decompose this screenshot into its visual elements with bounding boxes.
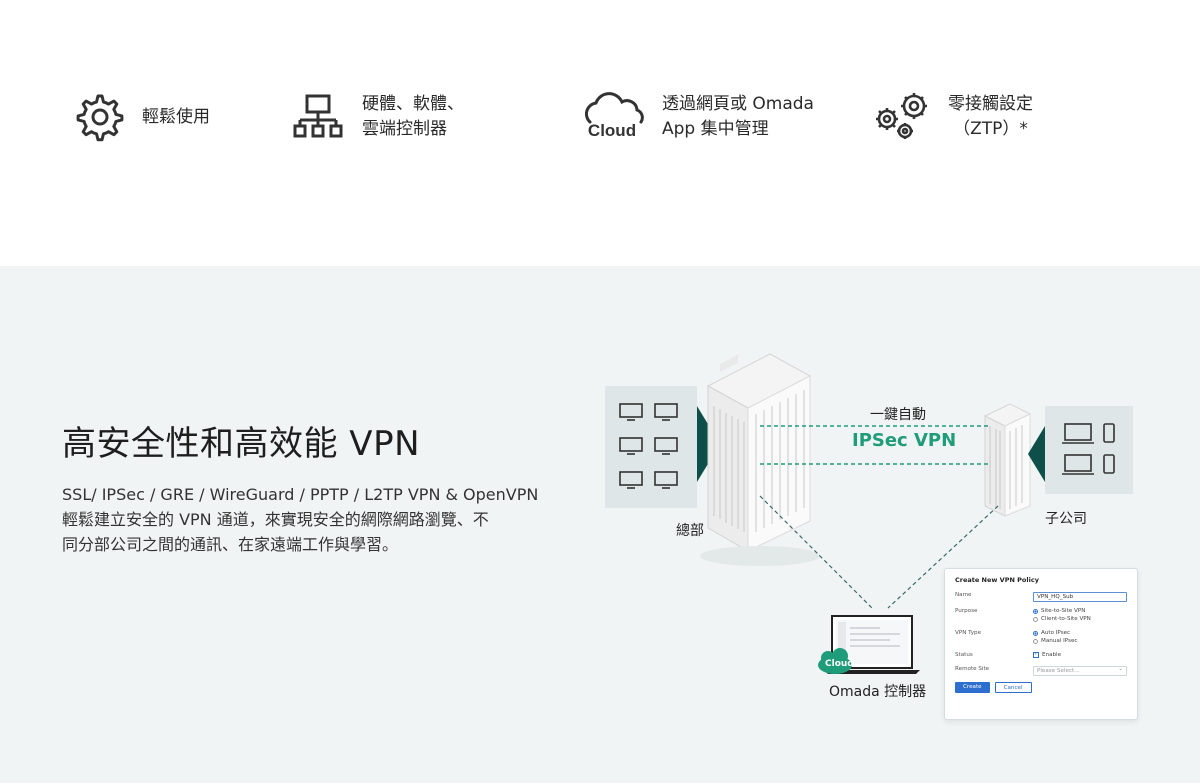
remote-label: Remote Site	[955, 666, 990, 672]
controller-links	[759, 495, 999, 609]
branch-label: 子公司	[1045, 511, 1087, 527]
radio-label: Client-to-Site VPN	[1041, 616, 1091, 622]
description-line: SSL/ IPSec / GRE / WireGuard / PPTP / L2…	[62, 485, 539, 504]
feature-label: 零接觸設定 （ZTP）*	[948, 92, 1033, 142]
type-label: VPN Type	[955, 630, 982, 636]
remote-row: Remote Site Please Select...	[955, 666, 1127, 676]
laptop-phone-icon	[1062, 423, 1115, 475]
type-manual-ipsec-radio[interactable]: Manual IPsec	[1033, 638, 1127, 644]
controller-laptop	[818, 615, 920, 674]
feature-label: 輕鬆使用	[142, 105, 210, 130]
radio-label: Manual IPsec	[1041, 638, 1078, 644]
radio-label: Auto IPsec	[1041, 630, 1071, 636]
dialog-title: Create New VPN Policy	[955, 576, 1039, 584]
feature-label-line: 透過網頁或 Omada	[662, 94, 814, 114]
name-row: Name VPN_HQ_Sub	[955, 592, 1127, 602]
cancel-button[interactable]: Cancel	[994, 682, 1032, 693]
vpn-section: 高安全性和高效能 VPN SSL/ IPSec / GRE / WireGuar…	[0, 266, 1200, 783]
checkbox-label: Enable	[1042, 652, 1062, 658]
feature-label-line: （ZTP）*	[953, 119, 1028, 139]
feature-label-line: App 集中管理	[662, 119, 769, 139]
hq-desktop-icon	[619, 403, 678, 489]
radio-label: Site-to-Site VPN	[1041, 608, 1086, 614]
description-line: 輕鬆建立安全的 VPN 通道，來實現安全的網際網路瀏覽、不	[62, 510, 489, 529]
feature-label-line: 輕鬆使用	[142, 106, 210, 127]
feature-zero-touch: 零接觸設定 （ZTP）*	[870, 86, 1033, 148]
feature-easy-to-use: 輕鬆使用	[68, 86, 210, 148]
controller-label: Omada 控制器	[829, 684, 927, 700]
status-label: Status	[955, 652, 973, 658]
remote-site-select[interactable]: Please Select...	[1033, 666, 1127, 676]
branch-devices-panel	[1045, 406, 1133, 494]
name-label: Name	[955, 592, 972, 598]
create-button[interactable]: Create	[955, 682, 990, 693]
hq-building	[706, 353, 812, 552]
type-row: VPN Type Auto IPsec Manual IPsec	[955, 630, 1127, 646]
feature-central-management: Cloud 透過網頁或 Omada App 集中管理	[576, 86, 814, 148]
section-title: 高安全性和高效能 VPN	[62, 424, 421, 464]
ipsec-label: IPSec VPN	[852, 430, 957, 451]
type-auto-ipsec-radio[interactable]: Auto IPsec	[1033, 630, 1127, 636]
purpose-row: Purpose Site-to-Site VPN Client-to-Site …	[955, 608, 1127, 624]
hq-devices-panel	[605, 386, 697, 508]
vpn-diagram: 一鍵自動 IPSec VPN 總部 子公司 Omada 控制器 Cloud Cr…	[600, 266, 1200, 783]
feature-hardware-software-cloud: 硬體、軟體、 雲端控制器	[286, 86, 464, 148]
cloud-badge-text: Cloud	[825, 659, 854, 669]
purpose-label: Purpose	[955, 608, 978, 614]
purpose-client-to-site-radio[interactable]: Client-to-Site VPN	[1033, 616, 1127, 622]
feature-label: 透過網頁或 Omada App 集中管理	[662, 92, 814, 142]
one-click-label: 一鍵自動	[870, 407, 926, 423]
status-enable-checkbox[interactable]: Enable	[1033, 651, 1127, 658]
purpose-site-to-site-radio[interactable]: Site-to-Site VPN	[1033, 608, 1127, 614]
hq-label: 總部	[676, 523, 704, 539]
ipsec-tunnel	[760, 425, 990, 465]
gear-icon	[68, 86, 132, 148]
multi-gear-icon	[870, 86, 934, 148]
dialog-buttons: Create Cancel	[955, 682, 1127, 693]
section-description: SSL/ IPSec / GRE / WireGuard / PPTP / L2…	[62, 482, 582, 557]
status-row: Status Enable	[955, 651, 1127, 660]
feature-label-line: 硬體、軟體、	[362, 94, 464, 114]
feature-label-line: 零接觸設定	[948, 94, 1033, 114]
vpn-policy-dialog: Create New VPN Policy Name VPN_HQ_Sub Pu…	[944, 568, 1138, 720]
network-hierarchy-icon	[286, 86, 350, 148]
branch-pointer	[1028, 426, 1045, 482]
name-input[interactable]: VPN_HQ_Sub	[1033, 592, 1127, 602]
description-line: 同分部公司之間的通訊、在家遠端工作與學習。	[62, 535, 399, 554]
branch-building	[983, 403, 1032, 517]
features-strip: 輕鬆使用 硬體、軟體、 雲端控制器 Cloud 透過網頁或 Omada	[0, 0, 1200, 266]
cloud-icon: Cloud	[576, 86, 648, 148]
feature-label: 硬體、軟體、 雲端控制器	[362, 92, 464, 142]
cloud-icon-text: Cloud	[588, 121, 636, 140]
feature-label-line: 雲端控制器	[362, 119, 447, 139]
